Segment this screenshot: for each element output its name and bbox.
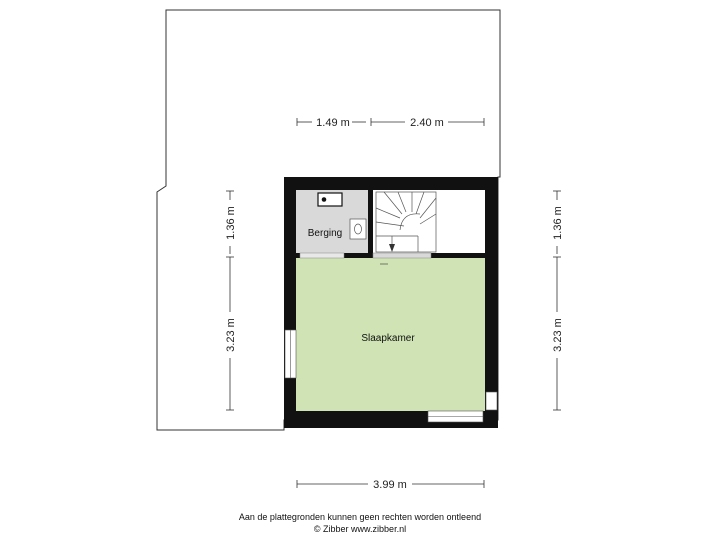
dim-bottom: 3.99 m xyxy=(373,479,407,491)
dim-left-upper: 1.36 m xyxy=(225,206,237,240)
bedroom-label: Slaapkamer xyxy=(361,333,415,344)
dim-top-left: 1.49 m xyxy=(316,117,350,129)
door-gap-storage xyxy=(299,252,345,259)
bedroom xyxy=(296,258,485,411)
storage-label: Berging xyxy=(308,228,342,239)
boiler-icon xyxy=(317,192,343,207)
dim-right-lower: 3.23 m xyxy=(552,318,564,352)
dimension-top xyxy=(296,118,485,126)
stair-icon xyxy=(375,191,437,253)
dim-right-upper: 1.36 m xyxy=(552,206,564,240)
dimension-left xyxy=(226,190,234,411)
toilet-icon xyxy=(349,218,367,240)
footer-credit: © Zibber www.zibber.nl xyxy=(313,524,407,534)
dim-left-lower: 3.23 m xyxy=(225,318,237,352)
dimension-right xyxy=(553,190,561,411)
footer-disclaimer: Aan de plattegronden kunnen geen rechten… xyxy=(238,512,482,522)
stair-opening xyxy=(372,252,432,259)
dim-top-right: 2.40 m xyxy=(410,117,444,129)
dimension-bottom xyxy=(296,480,485,488)
window-right xyxy=(485,391,498,411)
